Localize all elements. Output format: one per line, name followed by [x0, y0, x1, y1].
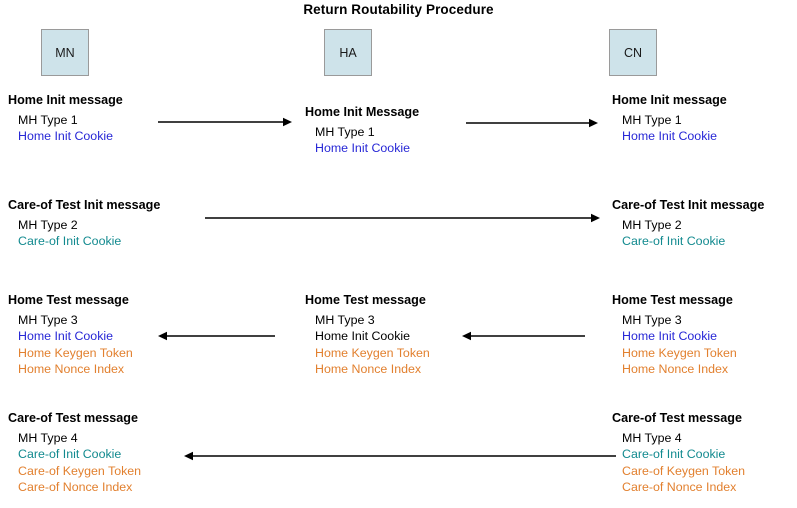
node-mn-label: MN: [55, 45, 75, 60]
message-block-care-of-test-right: Care-of Test message MH Type 4 Care-of Ini…: [612, 411, 745, 496]
message-block-home-test-left: Home Test message MH Type 3 Home Init Cook…: [8, 293, 133, 378]
arrow-home-test-cn-to-ha: [462, 331, 585, 341]
arrow-head-icon: [158, 331, 167, 341]
message-line: MH Type 4: [622, 431, 682, 445]
message-line: Home Keygen Token: [18, 345, 133, 360]
message-line: Home Init Cookie: [18, 329, 114, 344]
message-line: Home Nonce Index: [622, 362, 729, 377]
arrow-head-icon: [283, 117, 292, 127]
message-line: MH Type 3: [18, 313, 78, 327]
message-title-care-of-test-init-right: Care-of Test Init message: [612, 198, 765, 212]
message-title-home-test-middle: Home Test message: [305, 293, 426, 307]
message-line: Care-of Init Cookie: [18, 234, 122, 249]
message-line: Care-of Nonce Index: [18, 480, 133, 495]
message-block-home-test-right: Home Test message MH Type 3 Home Init Cook…: [612, 293, 737, 378]
message-block-home-init-right: Home Init message MH Type 1 Home Init Cook…: [612, 93, 727, 145]
message-title-care-of-test-right: Care-of Test message: [612, 411, 742, 425]
arrow-head-icon: [462, 331, 471, 341]
message-line: Home Init Cookie: [315, 329, 411, 344]
message-line: Home Nonce Index: [18, 362, 125, 377]
message-line: Care-of Init Cookie: [18, 447, 122, 462]
message-line: Home Keygen Token: [622, 345, 737, 360]
arrow-head-icon: [589, 118, 598, 128]
arrow-care-of-test-cn-to-mn: [184, 451, 616, 461]
message-line: Care-of Init Cookie: [622, 447, 726, 462]
node-ha: HA: [324, 29, 372, 76]
message-line: MH Type 3: [315, 313, 375, 327]
message-block-care-of-test-left: Care-of Test message MH Type 4 Care-of Ini…: [8, 411, 141, 496]
arrow-head-icon: [591, 213, 600, 223]
message-lines-home-init-middle: MH Type 1 Home Init Cookie: [305, 124, 419, 157]
node-mn: MN: [41, 29, 89, 76]
message-line: MH Type 2: [622, 218, 682, 232]
message-title-home-init-left: Home Init message: [8, 93, 123, 107]
message-line: Home Keygen Token: [315, 345, 430, 360]
arrow-care-of-test-init-mn-to-cn: [205, 213, 600, 223]
message-line: Home Init Cookie: [18, 129, 114, 144]
message-line: MH Type 4: [18, 431, 78, 445]
message-lines-care-of-test-init-left: MH Type 2 Care-of Init Cookie: [8, 217, 160, 250]
message-line: Care-of Keygen Token: [18, 463, 142, 478]
page-title: Return Routability Procedure: [303, 2, 494, 17]
node-cn: CN: [609, 29, 657, 76]
message-block-home-init-middle: Home Init Message MH Type 1 Home Init Cook…: [305, 105, 419, 157]
message-line: Home Init Cookie: [622, 129, 718, 144]
message-title-care-of-test-left: Care-of Test message: [8, 411, 138, 425]
message-block-care-of-test-init-left: Care-of Test Init message MH Type 2 Care-o…: [8, 198, 160, 250]
message-line: Home Nonce Index: [315, 362, 422, 377]
message-line: MH Type 2: [18, 218, 78, 232]
message-block-home-init-left: Home Init message MH Type 1 Home Init Cook…: [8, 93, 123, 145]
message-line: MH Type 1: [315, 125, 375, 139]
message-block-care-of-test-init-right: Care-of Test Init message MH Type 2 Care-o…: [612, 198, 764, 250]
message-line: Care-of Nonce Index: [622, 480, 737, 495]
message-lines-home-init-left: MH Type 1 Home Init Cookie: [8, 112, 123, 145]
message-line: MH Type 3: [622, 313, 682, 327]
message-line: Care-of Keygen Token: [622, 463, 746, 478]
node-ha-label: HA: [339, 45, 357, 60]
message-block-home-test-middle: Home Test message MH Type 3 Home Init Cook…: [305, 293, 430, 378]
arrow-home-test-ha-to-mn: [158, 331, 275, 341]
arrow-home-init-ha-to-cn: [466, 118, 598, 128]
message-line: Home Init Cookie: [622, 329, 718, 344]
message-line: Home Init Cookie: [315, 141, 411, 156]
message-line: Care-of Init Cookie: [622, 234, 726, 249]
arrow-home-init-mn-to-ha: [158, 117, 292, 127]
message-lines-care-of-test-init-right: MH Type 2 Care-of Init Cookie: [612, 217, 764, 250]
message-title-home-init-middle: Home Init Message: [305, 105, 420, 119]
message-line: MH Type 1: [622, 113, 682, 127]
message-lines-home-init-right: MH Type 1 Home Init Cookie: [612, 112, 727, 145]
message-title-care-of-test-init-left: Care-of Test Init message: [8, 198, 161, 212]
message-title-home-init-right: Home Init message: [612, 93, 727, 107]
arrow-head-icon: [184, 451, 193, 461]
message-line: MH Type 1: [18, 113, 78, 127]
message-title-home-test-left: Home Test message: [8, 293, 129, 307]
message-title-home-test-right: Home Test message: [612, 293, 733, 307]
node-cn-label: CN: [623, 45, 643, 60]
